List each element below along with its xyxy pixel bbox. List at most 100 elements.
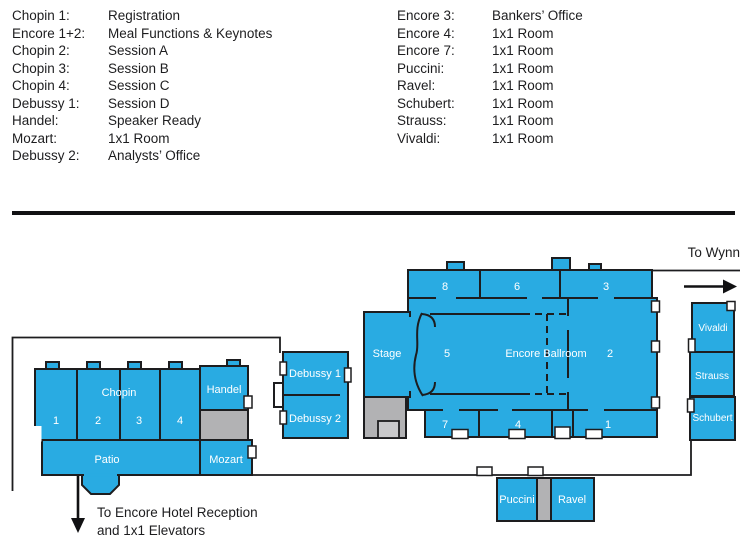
legend-room-function: 1x1 Room: [492, 25, 554, 41]
room-label-debussy-1: Debussy 1: [289, 368, 341, 380]
legend-row: Strauss: 1x1 Room: [397, 112, 583, 130]
legend-room-name: Encore 3:: [397, 8, 455, 23]
legend-room-name: Debussy 2:: [12, 148, 80, 163]
legend-room-function: Registration: [108, 8, 181, 23]
legend-room-name: Handel:: [12, 113, 59, 128]
legend-room-name: Encore 1+2:: [12, 25, 86, 41]
stage-proscenium-curve: [413, 312, 424, 397]
legend-row: Encore 7:1x1 Room: [397, 42, 583, 60]
corridor-outlines: [11, 269, 740, 491]
legend-room-function: Session A: [108, 43, 169, 58]
service-area-puccini-ravel: [536, 477, 552, 522]
room-label-puccini: Puccini: [499, 494, 534, 506]
legend-room-name: Vivaldi:: [397, 130, 441, 146]
room-schubert: [689, 396, 736, 441]
room-mozart: [199, 439, 253, 476]
chopin-corner-notch: [33, 426, 42, 442]
left-building-doors: [243, 395, 257, 459]
legend-room-function: 1x1 Room: [108, 130, 170, 146]
service-area-stage-notch: [377, 420, 400, 439]
bottom-band-dividers: [478, 410, 574, 437]
legend-row: Chopin 1: Registration: [12, 7, 272, 25]
legend-row: Mozart: 1x1 Room: [12, 130, 272, 148]
room-label-encore-1: 1: [605, 419, 611, 431]
legend-room-function: Bankers’ Office: [492, 8, 583, 23]
room-patio: [41, 439, 201, 476]
legend-row: Ravel: 1x1 Room: [397, 77, 583, 95]
legend-row: Handel: Speaker Ready: [12, 112, 272, 130]
legend-room-name: Encore 4:: [397, 25, 455, 41]
reception-label-line1: To Encore Hotel Reception: [97, 505, 258, 520]
legend-room-name: Chopin 3:: [12, 60, 70, 76]
stage-opening: [403, 317, 413, 391]
hall-inner-walls: [421, 313, 523, 396]
legend-room-name: Mozart:: [12, 130, 58, 146]
room-label-schubert: Schubert: [692, 413, 732, 424]
room-label-strauss: Strauss: [695, 371, 729, 382]
room-label-encore-6: 6: [514, 281, 520, 293]
corridor-left: [11, 336, 281, 491]
room-puccini: [496, 477, 538, 522]
legend-row: Encore 4: 1x1 Room: [397, 25, 583, 43]
floor-plan: To Wynn To Encore Hotel Reception and 1x…: [11, 245, 740, 538]
legend-room-name: Chopin 4:: [12, 78, 70, 93]
legend-row: Chopin 2: Session A: [12, 42, 272, 60]
room-label-chopin-2: 2: [95, 415, 101, 427]
room-label-encore-4: 4: [515, 419, 521, 431]
legend-room-function: Meal Functions & Keynotes: [108, 25, 273, 41]
legend-row: Schubert:1x1 Room: [397, 95, 583, 113]
room-handel: [199, 365, 249, 411]
corridor-door-frames: [476, 466, 544, 477]
to-wynn-arrow-icon: [684, 279, 737, 294]
legend-room-function: 1x1 Room: [492, 130, 554, 146]
room-label-debussy-2: Debussy 2: [289, 413, 341, 425]
room-label-ravel: Ravel: [558, 494, 586, 506]
room-chopin-block: [34, 368, 201, 441]
legend-room-function: Session D: [108, 95, 170, 111]
legend-room-function: Analysts’ Office: [108, 148, 201, 163]
legend-room-function: 1x1 Room: [492, 78, 554, 93]
legend-room-name: Debussy 1:: [12, 95, 80, 111]
room-label-encore-3: 3: [603, 281, 609, 293]
legend-row: Encore 1+2: Meal Functions & Keynotes: [12, 25, 272, 43]
right-column-doors: [686, 300, 736, 413]
legend-row: Encore 3: Bankers’ Office: [397, 7, 583, 25]
legend-row: Chopin 3: Session B: [12, 60, 272, 78]
legend-room-function: Session C: [108, 78, 170, 93]
hall-wall-door-gaps: [564, 316, 572, 392]
legend-room-name: Schubert:: [397, 95, 455, 111]
legend-room-function: Session B: [108, 60, 169, 76]
divider-rule: [12, 211, 735, 215]
legend-room-name: Chopin 2:: [12, 43, 70, 58]
to-wynn-label: To Wynn: [688, 245, 740, 260]
legend-column-left: Chopin 1: Registration Encore 1+2: Meal Fu…: [12, 7, 272, 165]
legend-room-function: Speaker Ready: [108, 113, 202, 128]
room-label-vivaldi: Vivaldi: [698, 323, 727, 334]
service-area-handel: [199, 409, 249, 441]
legend-room-name: Ravel:: [397, 78, 436, 93]
chopin-dividers: [76, 369, 161, 440]
legend-room-function: 1x1 Room: [492, 43, 554, 58]
room-label-chopin: Chopin: [102, 387, 137, 399]
room-label-chopin-4: 4: [177, 415, 183, 427]
room-label-patio: Patio: [94, 454, 119, 466]
legend-room-function: 1x1 Room: [492, 113, 554, 128]
legend-column-right: Encore 3: Bankers’ Office Encore 4: 1x1 Ro…: [397, 7, 583, 147]
room-label-encore-5: 5: [444, 348, 450, 360]
legend-row: Debussy 2: Analysts’ Office: [12, 147, 272, 165]
debussy-doors: [279, 361, 352, 425]
air-wall-lines: [523, 313, 566, 395]
corridor-bottom: [252, 441, 692, 476]
legend-room-name: Chopin 1:: [12, 8, 70, 23]
legend-row: Debussy 1: Session D: [12, 95, 272, 113]
top-band-dividers: [479, 270, 561, 298]
legend-room-name: Strauss:: [397, 113, 447, 128]
room-label-stage: Stage: [373, 348, 402, 360]
legend-room-name: Puccini:: [397, 60, 445, 76]
room-label-encore-ballroom: Encore Ballroom: [505, 348, 586, 360]
legend-row: Chopin 4: Session C: [12, 77, 272, 95]
room-label-chopin-1: 1: [53, 415, 59, 427]
legend-row: Vivaldi: 1x1 Room: [397, 130, 583, 148]
legend-row: Puccini:1x1 Room: [397, 60, 583, 78]
room-label-handel: Handel: [207, 384, 242, 396]
